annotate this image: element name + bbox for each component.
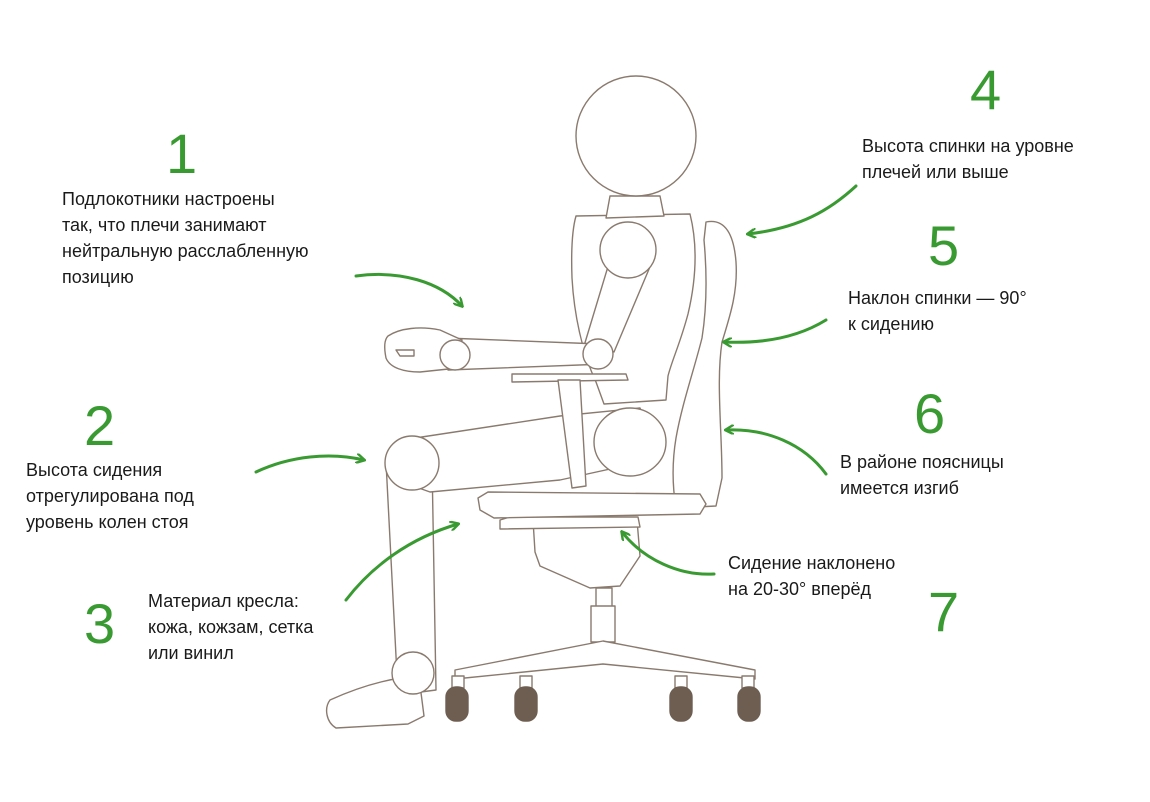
arrow-1 [354, 272, 462, 306]
seat-underside [499, 516, 641, 530]
seat-mechanism [532, 519, 641, 589]
callout-number-7: 7 [928, 580, 960, 643]
callout-number-4: 4 [970, 58, 1002, 121]
callout-number-6: 6 [914, 382, 946, 445]
arrow-2 [254, 456, 364, 474]
chair-wheel-icon [445, 686, 761, 722]
callout-arrows [254, 184, 858, 602]
callout-text-1: Подлокотники настроены так, что плечи за… [62, 189, 309, 287]
ankle-joint [391, 651, 435, 695]
hip-joint [593, 407, 667, 477]
elbow-joint [582, 338, 614, 370]
arrow-4 [748, 184, 858, 234]
callout-text-6: В районе поясницы имеется изгиб [840, 452, 1004, 498]
callout-text-4: Высота спинки на уровне плечей или выше [862, 136, 1074, 182]
wrist-joint [439, 339, 471, 371]
head [575, 75, 697, 197]
arrow-5 [724, 318, 828, 342]
callout-text-7: Сидение наклонено на 20-30° вперёд [728, 553, 896, 599]
foot [325, 677, 425, 729]
shoulder-joint [599, 221, 657, 279]
callout-number-1: 1 [166, 122, 198, 185]
callout-number-2: 2 [84, 394, 116, 457]
callout-text-2: Высота сидения отрегулирована под уровен… [26, 460, 194, 532]
chair-armrest [511, 373, 629, 383]
chair-backrest [672, 220, 738, 509]
callout-number-5: 5 [928, 214, 960, 277]
chair-base [451, 587, 756, 689]
chair-seat [477, 491, 707, 519]
neck [605, 195, 665, 219]
callout-number-3: 3 [84, 592, 116, 655]
callout-text-3: Материал кресла: кожа, кожзам, сетка или… [148, 591, 314, 663]
arrow-6 [726, 430, 828, 476]
knee-joint [384, 435, 440, 491]
armrest-post [557, 379, 587, 489]
callout-text-5: Наклон спинки — 90° к сидению [848, 288, 1027, 334]
arrow-3 [344, 524, 458, 602]
arrow-7 [622, 532, 716, 576]
